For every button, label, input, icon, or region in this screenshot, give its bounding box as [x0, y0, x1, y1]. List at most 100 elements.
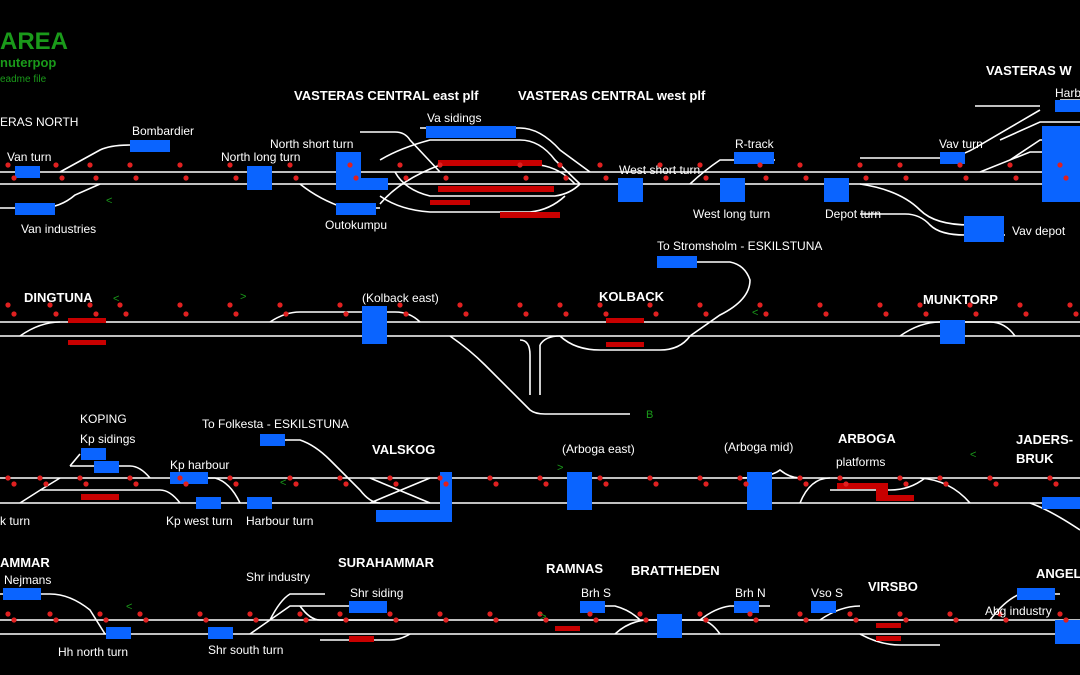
signal[interactable] [703, 481, 709, 487]
signal[interactable] [563, 311, 569, 317]
signal[interactable] [1017, 302, 1023, 308]
signal[interactable] [537, 475, 543, 481]
signal[interactable] [603, 481, 609, 487]
signal[interactable] [233, 481, 239, 487]
signal[interactable] [487, 475, 493, 481]
signal[interactable] [183, 311, 189, 317]
signal[interactable] [247, 611, 253, 617]
signal[interactable] [1003, 617, 1009, 623]
signal[interactable] [537, 611, 543, 617]
signal[interactable] [1057, 162, 1063, 168]
signal[interactable] [59, 175, 65, 181]
signal[interactable] [303, 617, 309, 623]
signal[interactable] [823, 311, 829, 317]
signal[interactable] [287, 475, 293, 481]
signal[interactable] [603, 311, 609, 317]
signal[interactable] [923, 311, 929, 317]
signal[interactable] [83, 481, 89, 487]
signal[interactable] [123, 311, 129, 317]
signal[interactable] [903, 175, 909, 181]
signal[interactable] [797, 162, 803, 168]
signal[interactable] [393, 481, 399, 487]
signal[interactable] [87, 302, 93, 308]
signal[interactable] [397, 302, 403, 308]
signal[interactable] [487, 611, 493, 617]
signal[interactable] [403, 311, 409, 317]
signal[interactable] [11, 311, 17, 317]
signal[interactable] [987, 475, 993, 481]
signal[interactable] [403, 175, 409, 181]
signal[interactable] [227, 302, 233, 308]
signal[interactable] [1013, 175, 1019, 181]
signal[interactable] [843, 481, 849, 487]
signals[interactable] [5, 162, 1079, 623]
signal[interactable] [903, 481, 909, 487]
signal[interactable] [5, 611, 11, 617]
signal[interactable] [747, 611, 753, 617]
signal[interactable] [47, 611, 53, 617]
signal[interactable] [337, 302, 343, 308]
signal[interactable] [703, 311, 709, 317]
signal[interactable] [293, 481, 299, 487]
signal[interactable] [287, 162, 293, 168]
signal[interactable] [133, 175, 139, 181]
signal[interactable] [957, 162, 963, 168]
signal[interactable] [1047, 475, 1053, 481]
signal[interactable] [517, 162, 523, 168]
signal[interactable] [663, 175, 669, 181]
signal[interactable] [937, 475, 943, 481]
signal[interactable] [293, 175, 299, 181]
signal[interactable] [993, 481, 999, 487]
signal[interactable] [103, 617, 109, 623]
signal[interactable] [947, 611, 953, 617]
signal[interactable] [1073, 311, 1079, 317]
signal[interactable] [177, 475, 183, 481]
signal[interactable] [563, 175, 569, 181]
signal[interactable] [697, 611, 703, 617]
signal[interactable] [343, 617, 349, 623]
signal[interactable] [137, 611, 143, 617]
signal[interactable] [817, 302, 823, 308]
signal[interactable] [953, 617, 959, 623]
signal[interactable] [597, 475, 603, 481]
signal[interactable] [917, 302, 923, 308]
signal[interactable] [493, 481, 499, 487]
signal[interactable] [227, 475, 233, 481]
signal[interactable] [297, 611, 303, 617]
signal[interactable] [53, 311, 59, 317]
signal[interactable] [743, 481, 749, 487]
signal[interactable] [177, 302, 183, 308]
signal[interactable] [647, 475, 653, 481]
signal[interactable] [797, 475, 803, 481]
signal[interactable] [863, 175, 869, 181]
signal[interactable] [753, 617, 759, 623]
signal[interactable] [697, 475, 703, 481]
signal[interactable] [437, 162, 443, 168]
signal[interactable] [637, 611, 643, 617]
signal[interactable] [5, 162, 11, 168]
signal[interactable] [517, 302, 523, 308]
signal[interactable] [437, 475, 443, 481]
signal[interactable] [387, 611, 393, 617]
signal[interactable] [1053, 481, 1059, 487]
signal[interactable] [697, 162, 703, 168]
signal[interactable] [233, 311, 239, 317]
signal[interactable] [657, 162, 663, 168]
signal[interactable] [897, 162, 903, 168]
readme-link[interactable]: eadme file [0, 74, 47, 85]
signal[interactable] [493, 617, 499, 623]
signal[interactable] [703, 175, 709, 181]
signal[interactable] [797, 611, 803, 617]
signal[interactable] [757, 162, 763, 168]
signal[interactable] [847, 611, 853, 617]
signal[interactable] [853, 617, 859, 623]
signal[interactable] [1057, 611, 1063, 617]
signal[interactable] [897, 475, 903, 481]
signal[interactable] [593, 617, 599, 623]
signal[interactable] [557, 162, 563, 168]
signal[interactable] [437, 611, 443, 617]
signal[interactable] [37, 475, 43, 481]
signal[interactable] [963, 175, 969, 181]
signal[interactable] [597, 302, 603, 308]
signal[interactable] [143, 617, 149, 623]
